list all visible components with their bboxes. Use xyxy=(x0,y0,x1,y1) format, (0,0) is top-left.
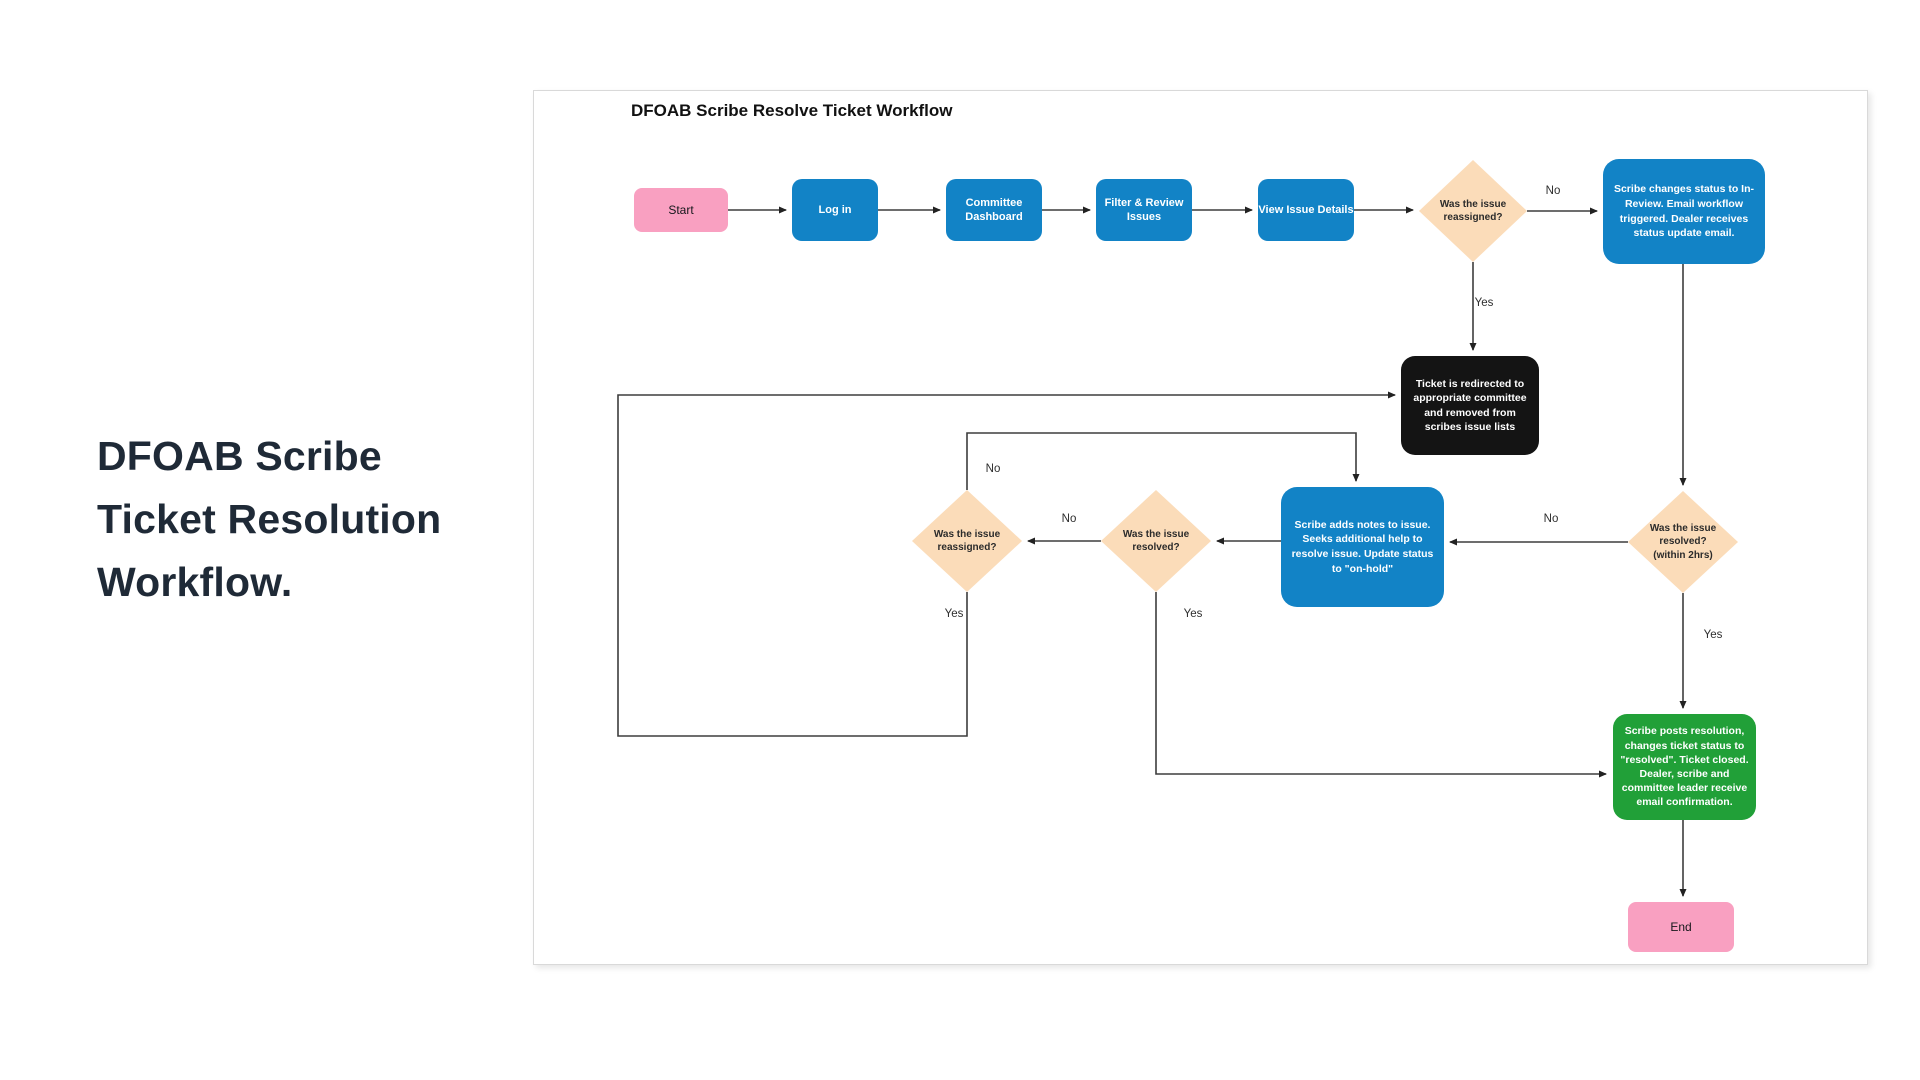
node-scribe-posts-resolution: Scribe posts resolution, changes ticket … xyxy=(1613,714,1756,820)
node-view-issue-details: View Issue Details xyxy=(1258,179,1354,241)
page-title-line-3: Workflow. xyxy=(97,559,293,605)
flowchart-title: DFOAB Scribe Resolve Ticket Workflow xyxy=(631,101,953,120)
page-title-line-1: DFOAB Scribe xyxy=(97,433,382,479)
page-title-line-2: Ticket Resolution xyxy=(97,496,442,542)
edge-label-d4-yes: Yes xyxy=(1703,629,1723,641)
edge-label-d1-no: No xyxy=(1545,185,1561,197)
edge-label-d1-yes: Yes xyxy=(1474,297,1494,309)
node-filter-review-issues: Filter & Review Issues xyxy=(1096,179,1192,241)
edge-label-d2-no: No xyxy=(985,463,1001,475)
edge-label-d3-yes: Yes xyxy=(1183,608,1203,620)
edge-label-d4-no: No xyxy=(1543,513,1559,525)
decision-was-issue-reassigned-2: Was the issue reassigned? xyxy=(912,490,1022,592)
decision-was-issue-reassigned-1: Was the issue reassigned? xyxy=(1419,160,1527,262)
node-log-in: Log in xyxy=(792,179,878,241)
node-committee-dashboard: Committee Dashboard xyxy=(946,179,1042,241)
node-scribe-adds-notes: Scribe adds notes to issue. Seeks additi… xyxy=(1281,487,1444,607)
node-end: End xyxy=(1628,902,1734,952)
decision-was-issue-resolved: Was the issue resolved? xyxy=(1101,490,1211,592)
decision-was-issue-resolved-within-2hrs: Was the issue resolved? (within 2hrs) xyxy=(1628,491,1738,593)
page-title: DFOAB Scribe Ticket Resolution Workflow. xyxy=(97,425,441,614)
node-ticket-redirected: Ticket is redirected to appropriate comm… xyxy=(1401,356,1539,455)
edge-label-d2-yes: Yes xyxy=(944,608,964,620)
flowchart-canvas: DFOAB Scribe Resolve Ticket Workflow xyxy=(533,90,1868,965)
edge-label-d3-no: No xyxy=(1061,513,1077,525)
node-start: Start xyxy=(634,188,728,232)
node-scribe-changes-status: Scribe changes status to In-Review. Emai… xyxy=(1603,159,1765,264)
